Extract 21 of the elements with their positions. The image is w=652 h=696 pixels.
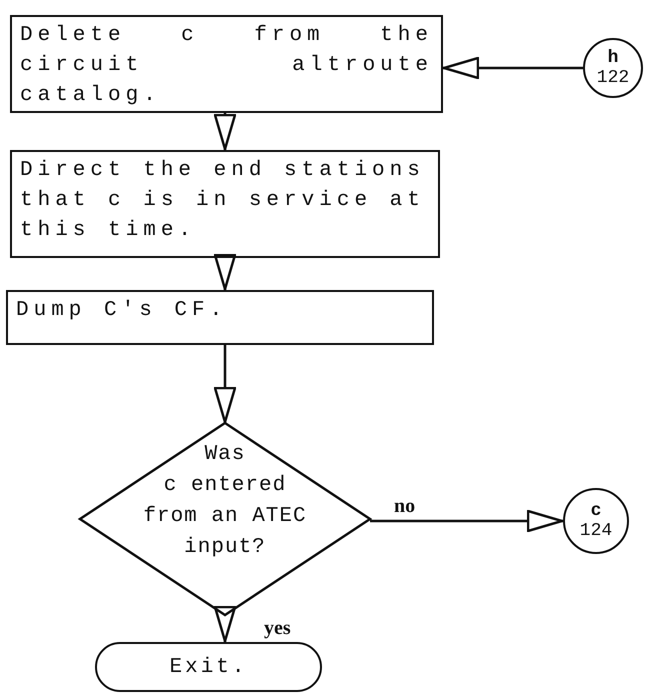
process-box bbox=[10, 15, 443, 113]
arrow bbox=[370, 510, 564, 532]
connector-letter: c bbox=[590, 501, 602, 521]
process-box bbox=[10, 150, 440, 258]
arrow bbox=[214, 345, 236, 424]
arrow bbox=[214, 606, 236, 642]
process-text: Dump C's CF. bbox=[16, 298, 228, 324]
page-number: 122 bbox=[596, 68, 630, 88]
arrow bbox=[214, 113, 236, 150]
decision-text: Was c entered from an ATEC input? bbox=[143, 443, 307, 559]
page-number: 124 bbox=[580, 521, 612, 541]
terminal-box bbox=[95, 642, 322, 692]
terminal-text: Exit. bbox=[169, 656, 248, 678]
process-box bbox=[6, 290, 434, 345]
connector-circle bbox=[583, 38, 643, 98]
process-text: Direct the end stations that c is in service at this time. bbox=[20, 158, 426, 244]
connector-circle bbox=[563, 488, 629, 554]
connector-letter: h bbox=[608, 48, 618, 68]
process-text: Delete c from the circuit altroute catalog. bbox=[20, 23, 433, 109]
arrow bbox=[442, 56, 583, 80]
arrow bbox=[214, 254, 236, 290]
